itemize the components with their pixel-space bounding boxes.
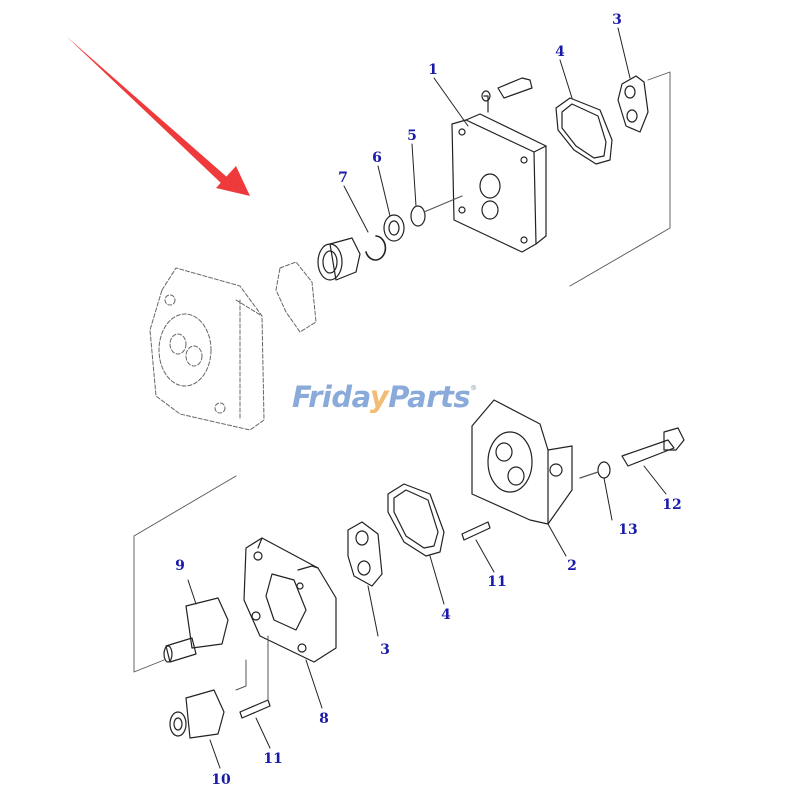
callout-9: 9 (175, 558, 185, 574)
part-screw (481, 77, 533, 102)
callout-12: 12 (662, 497, 682, 513)
registered-mark: ® (470, 384, 477, 392)
callout-7: 7 (338, 170, 348, 186)
part-pin-upper (461, 521, 491, 541)
callout-4-upper: 4 (555, 44, 565, 60)
watermark-text-1: Frid (292, 380, 352, 414)
part-bearing (317, 237, 361, 281)
part-oil-seal (383, 214, 405, 242)
watermark-check-mark: y (369, 380, 389, 414)
leader-lines (187, 27, 667, 769)
group-bracket-upper (569, 71, 671, 287)
part-cover (451, 95, 547, 253)
group-bracket-lower (133, 475, 237, 673)
phantom-housing (149, 261, 317, 431)
part-snap-ring (365, 235, 387, 261)
callout-11-lower: 11 (263, 751, 283, 767)
part-gear-case (243, 537, 337, 663)
callout-6: 6 (372, 150, 382, 166)
watermark-text-3: Parts (388, 380, 471, 414)
part-washer-5 (410, 205, 426, 227)
callout-10: 10 (211, 772, 231, 788)
part-plate-lower (347, 521, 383, 587)
callout-8: 8 (319, 711, 329, 727)
part-bolt (621, 427, 685, 467)
part-seal-upper (555, 97, 613, 165)
watermark-text-2: a (351, 380, 371, 414)
callout-3-lower: 3 (380, 642, 390, 658)
callout-4-lower: 4 (441, 607, 451, 623)
callout-11-upper: 11 (487, 574, 507, 590)
part-body (471, 399, 573, 525)
callout-13: 13 (618, 522, 638, 538)
callout-1: 1 (428, 62, 438, 78)
callout-2: 2 (567, 558, 577, 574)
part-plate-upper (617, 75, 649, 133)
part-driven-gear (169, 689, 225, 739)
callout-3-upper: 3 (612, 12, 622, 28)
watermark-logo: FridayParts® (292, 380, 477, 414)
callout-5: 5 (407, 128, 417, 144)
part-washer-13 (597, 461, 611, 479)
part-drive-gear (163, 597, 229, 663)
red-arrow-icon (66, 36, 250, 196)
part-seal-lower (387, 483, 445, 557)
part-pin-lower (239, 699, 271, 719)
